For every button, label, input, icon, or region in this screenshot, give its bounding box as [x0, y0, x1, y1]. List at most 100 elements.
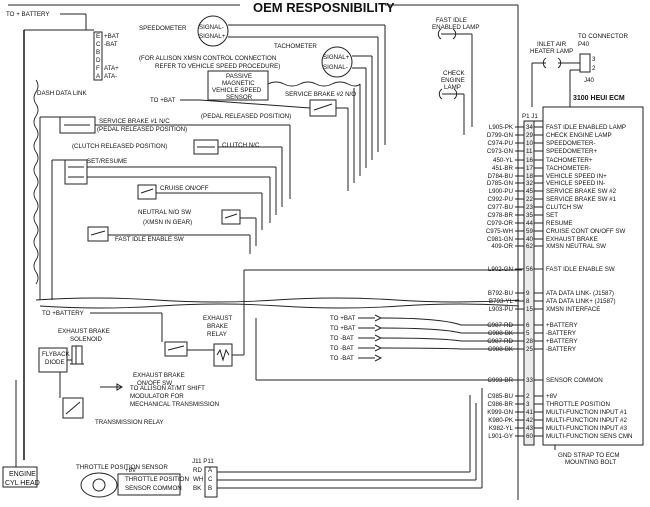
- ecm-pin-number: 3: [526, 401, 530, 408]
- engine-line1: ENGINE: [9, 471, 36, 478]
- dash-pin: B: [96, 49, 100, 56]
- speedo-sig-plus: SIGNAL+: [199, 33, 226, 40]
- set-resume-label: SET/RESUME: [87, 158, 127, 165]
- ecm-wire-label: C973-GN: [487, 148, 513, 155]
- dash-pin-letter: C: [96, 41, 101, 48]
- ecm-wire-label: C979-OR: [487, 220, 514, 227]
- inlet-connector-line1: TO CONNECTOR: [578, 33, 628, 40]
- ecm-pin-number: 2: [526, 393, 530, 400]
- tps-color: WH: [193, 476, 203, 483]
- ecm-function-label: VEHICLE SPEED IN+: [546, 173, 607, 180]
- battery-feed: TO +BAT: [330, 324, 383, 332]
- diagram-title: OEM RESPOSNIBILITY: [253, 0, 395, 15]
- wiring-paths: [15, 24, 522, 489]
- ecm-wire-label: 451-BR: [492, 165, 514, 172]
- ecm-function-label: MULTI-FUNCTION INPUT #3: [546, 425, 627, 432]
- inlet-line1: INLET AIR: [537, 41, 567, 48]
- tps-signal: THROTTLE POSITION: [125, 476, 189, 483]
- inlet-pin-2: 2: [592, 65, 596, 72]
- ecm-pin-number: 8: [526, 298, 530, 305]
- engine-line2: CYL HEAD: [5, 480, 40, 487]
- ecm-pin-number: 60: [526, 433, 533, 440]
- allison-line1: TO ALLISON AT/MT SHIFT: [130, 385, 205, 392]
- ecm-function-label: SET: [546, 212, 558, 219]
- tps-color: RD: [193, 467, 202, 474]
- service1-label: SERVICE BRAKE #1 N/C: [99, 118, 170, 125]
- dash-pin-letter: D: [96, 57, 101, 64]
- tachometer-label: TACHOMETER: [274, 43, 317, 50]
- exhaust-brake-section: EXHAUST BRAKE SOLENOID EXHAUST BRAKE REL…: [38, 315, 233, 426]
- ecm-wire-label: C978-BR: [488, 212, 514, 219]
- cruise-label: CRUISE ON/OFF: [160, 185, 209, 192]
- check-engine-lamp: CHECK ENGINE LAMP: [438, 70, 466, 100]
- ecm-pin-number: 15: [526, 306, 533, 313]
- ecm-function-label: CLUTCH SW: [546, 204, 583, 211]
- service2-pedal: (PEDAL RELEASED POSITION): [201, 113, 291, 120]
- ecm-wire-label: L903-PU: [489, 306, 513, 313]
- ecm-block: 3100 HEUI ECM P1 J1 GND STRAP TO ECM MOU…: [486, 95, 644, 466]
- battery-feed: TO -BAT: [330, 344, 383, 352]
- ecm-pin-number: 10: [526, 140, 533, 147]
- tps-signal: +8V: [125, 467, 137, 474]
- ecm-wire-label: D785-GN: [487, 180, 513, 187]
- ecm-function-label: SPEEDOMETER+: [546, 148, 597, 155]
- clutch-position: (CLUTCH RELEASED POSITION): [72, 143, 167, 150]
- ecm-pin-number: 25: [526, 346, 533, 353]
- dash-pin: E+BAT: [96, 33, 119, 40]
- allison-note-line1: (FOR ALLISON XMSN CONTROL CONNECTION: [139, 55, 276, 62]
- service2-label: SERVICE BRAKE #2 N/O: [285, 91, 356, 98]
- ecm-function-label: MULTI-FUNCTION SENS CMN: [546, 433, 633, 440]
- speedo-sig-minus: SIGNAL-: [199, 24, 224, 31]
- check-lamp-line3: LAMP: [444, 84, 461, 91]
- tps-pin: B: [208, 485, 212, 492]
- exhaust-solenoid-line2: SOLENOID: [70, 336, 103, 343]
- dash-pin-letter: E: [96, 33, 100, 40]
- ecm-pin-number: 32: [526, 180, 533, 187]
- ecm-pin-number: 29: [526, 132, 533, 139]
- ecm-wire-label: L901-GY: [488, 433, 513, 440]
- inlet-j40: J40: [584, 77, 595, 84]
- cruise-on-off-switch: CRUISE ON/OFF: [137, 184, 209, 200]
- ecm-pin-number: 28: [526, 338, 533, 345]
- ecm-gnd-line2: MOUNTING BOLT: [565, 459, 616, 466]
- ecm-pin-row: D799-GN 29 CHECK ENGINE LAMP: [487, 132, 612, 139]
- tps-color: BK: [193, 485, 202, 492]
- dash-pin-label: ATA-: [104, 73, 117, 80]
- ecm-wire-label: C981-GN: [487, 236, 513, 243]
- ecm-function-label: -BATTERY: [546, 330, 576, 337]
- ecm-pin-number: 34: [526, 124, 533, 131]
- ecm-pin-number: 17: [526, 165, 533, 172]
- tachometer-gauge: TACHOMETER SIGNAL+ SIGNAL-: [274, 43, 353, 78]
- ecm-function-label: SPEEDOMETER-: [546, 140, 596, 147]
- ecm-function-label: CHECK ENGINE LAMP: [546, 132, 612, 139]
- ecm-wire-label: D799-GN: [487, 132, 513, 139]
- exhaust-switch-line2: ON/OFF SW: [137, 380, 172, 387]
- ecm-pin-number: 56: [526, 266, 533, 273]
- ecm-function-label: FAST IDLE ENABLED LAMP: [546, 124, 626, 131]
- flyback-line2: DIODE: [45, 359, 65, 366]
- set-resume-switch: SET/RESUME: [64, 158, 127, 185]
- vss-line1: PASSIVE: [226, 73, 252, 80]
- neutral-gear: (XMSN IN GEAR): [143, 219, 192, 226]
- exhaust-relay-line2: BRAKE: [207, 323, 228, 330]
- ecm-function-label: CRUISE CONT ON/OFF SW: [546, 228, 625, 235]
- speedometer-gauge: SPEEDOMETER SIGNAL- SIGNAL+: [139, 15, 229, 47]
- ecm-pin-number: 5: [526, 330, 530, 337]
- ecm-pin-number: 35: [526, 212, 533, 219]
- ecm-wire-label: K980-PK: [488, 417, 514, 424]
